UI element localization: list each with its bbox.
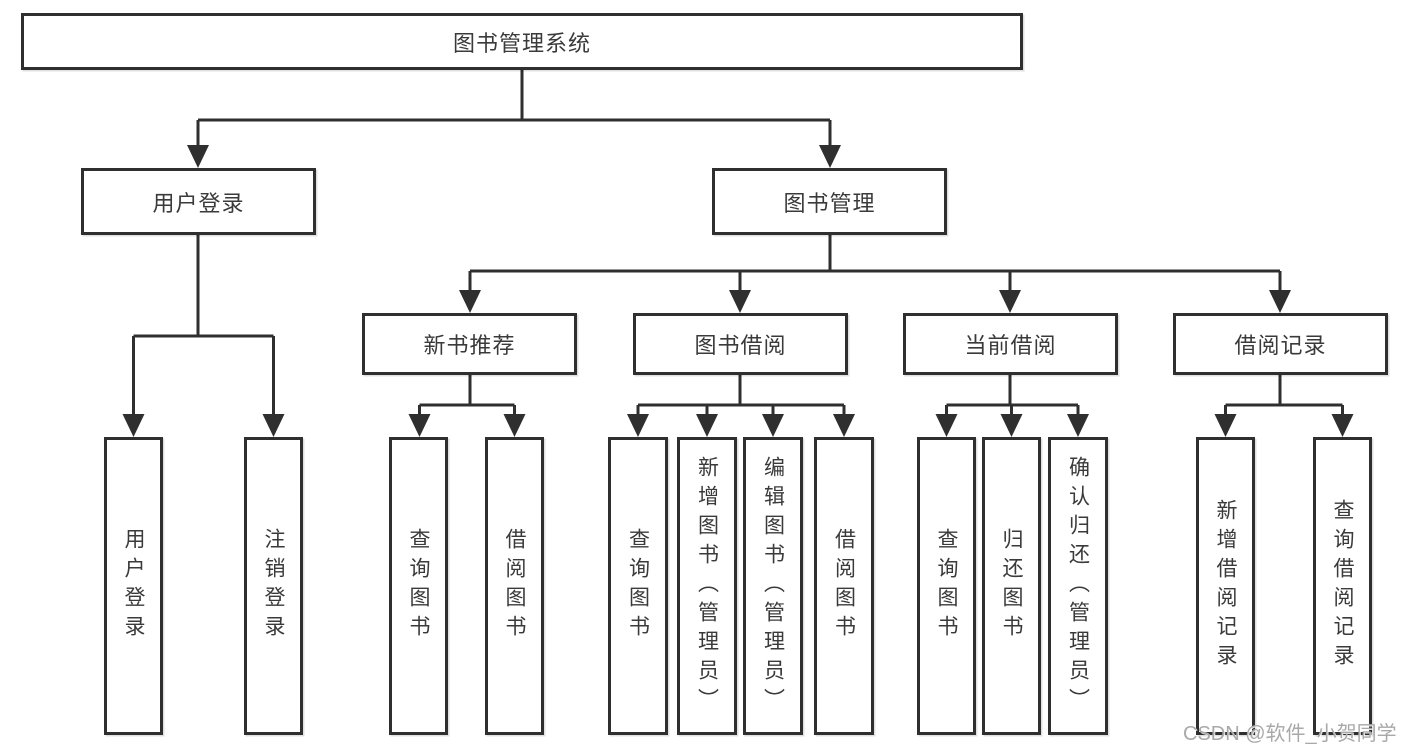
connector-book-borrowing-to-leaves bbox=[627, 375, 855, 437]
arrowhead bbox=[935, 414, 958, 437]
arrowhead bbox=[187, 145, 209, 168]
leaf-query-books: 查询图书 bbox=[608, 437, 668, 735]
arrowhead bbox=[696, 414, 718, 437]
connector-borrowing-records-to-leaves bbox=[1214, 375, 1354, 437]
arrowhead bbox=[627, 414, 649, 437]
leaf-add-borrow-record: 新增借阅记录 bbox=[1196, 437, 1255, 735]
leaf-logout: 注销登录 bbox=[244, 437, 303, 735]
arrowhead bbox=[729, 290, 751, 313]
leaf-borrow-books: 借阅图书 bbox=[814, 437, 874, 735]
node-book-management: 图书管理 bbox=[712, 168, 947, 235]
leaf-query-books: 查询图书 bbox=[917, 437, 976, 735]
arrowhead bbox=[999, 290, 1021, 313]
arrowhead bbox=[1214, 414, 1237, 437]
arrowhead bbox=[408, 414, 431, 437]
leaf-confirm-return-admin: 确认归还（管理员） bbox=[1048, 437, 1108, 735]
leaf-borrow-books: 借阅图书 bbox=[485, 437, 544, 735]
node-borrowing-records: 借阅记录 bbox=[1173, 313, 1388, 375]
leaf-query-borrow-record: 查询借阅记录 bbox=[1313, 437, 1372, 735]
leaf-user-login: 用户登录 bbox=[104, 437, 163, 735]
arrowhead bbox=[459, 290, 481, 313]
leaf-return-books: 归还图书 bbox=[982, 437, 1041, 735]
connector-book-management-to-level3 bbox=[459, 235, 1291, 313]
connector-root-to-level2 bbox=[187, 70, 841, 168]
connector-user-login-to-leaves bbox=[122, 235, 285, 437]
arrowhead bbox=[833, 414, 855, 437]
arrowhead bbox=[1000, 414, 1023, 437]
arrowhead bbox=[262, 414, 285, 437]
node-new-book-recommendation: 新书推荐 bbox=[362, 313, 577, 375]
arrowhead bbox=[762, 414, 784, 437]
arrowhead bbox=[819, 145, 841, 168]
node-current-borrowing: 当前借阅 bbox=[903, 313, 1118, 375]
arrowhead bbox=[503, 414, 526, 437]
csdn-watermark: CSDN @软件_小贺同学 bbox=[1183, 723, 1397, 745]
node-user-login: 用户登录 bbox=[81, 168, 316, 235]
leaf-add-book-admin: 新增图书（管理员） bbox=[677, 437, 737, 735]
connector-current-borrowing-to-leaves bbox=[935, 375, 1089, 437]
arrowhead bbox=[1269, 290, 1291, 313]
node-library-management-system: 图书管理系统 bbox=[21, 13, 1023, 70]
connector-new-book-recommendation-to-leaves bbox=[408, 375, 526, 437]
node-book-borrowing: 图书借阅 bbox=[633, 313, 848, 375]
arrowhead bbox=[1067, 414, 1089, 437]
arrowhead bbox=[122, 414, 145, 437]
leaf-edit-book-admin: 编辑图书（管理员） bbox=[743, 437, 803, 735]
arrowhead bbox=[1331, 414, 1354, 437]
leaf-query-books: 查询图书 bbox=[389, 437, 448, 735]
